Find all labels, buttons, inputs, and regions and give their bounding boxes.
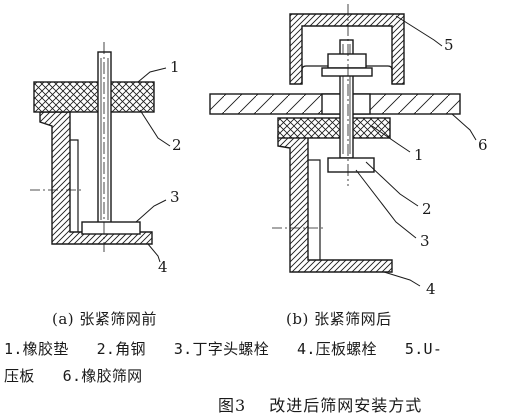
washer [321, 67, 373, 77]
legend-line-2: 压板 6.橡胶筛网 [4, 363, 504, 390]
t-head-a [81, 221, 141, 235]
legend-item-t-bolt: 3.丁字头螺栓 [173, 340, 269, 358]
callout-b-3: 3 [420, 232, 430, 250]
subfigure-a [30, 42, 171, 263]
angle-steel-a [39, 111, 153, 245]
legend-line-1: 1.橡胶垫 2.角钢 3.丁字头螺栓 4.压板螺栓 5.U- [4, 336, 504, 363]
top-nut [327, 53, 367, 69]
t-head-b [327, 157, 375, 173]
callout-a-2: 2 [172, 136, 182, 154]
callout-a-1: 1 [170, 58, 180, 76]
figure-title: 图3 改进后筛网安装方式 [218, 396, 423, 415]
legend-item-u-plate-start: 5.U- [404, 340, 443, 358]
callout-a-3: 3 [170, 188, 180, 206]
legend-item-u-plate-end: 压板 [4, 367, 35, 385]
subfigure-b [209, 4, 477, 287]
callout-b-5: 5 [444, 36, 454, 54]
caption-b: (b) 张紧筛网后 [286, 310, 392, 328]
legend-item-rubber-screen: 6.橡胶筛网 [62, 367, 143, 385]
caption-a: (a) 张紧筛网前 [52, 310, 157, 328]
legend-item-rubber-pad: 1.橡胶垫 [4, 340, 69, 358]
callout-b-6: 6 [478, 136, 488, 154]
rubber-pad-b [277, 117, 391, 139]
legend-item-angle-steel: 2.角钢 [96, 340, 146, 358]
installation-diagram: 1 2 3 4 5 6 1 2 3 4 [30, 4, 488, 298]
callout-b-4: 4 [426, 280, 436, 298]
legend-item-plate-bolt: 4.压板螺栓 [297, 340, 377, 358]
legend: 1.橡胶垫 2.角钢 3.丁字头螺栓 4.压板螺栓 5.U- 压板 6.橡胶筛网 [4, 336, 504, 390]
callout-b-1: 1 [414, 146, 424, 164]
t-head-bolt-a [97, 51, 112, 225]
rubber-pad-a [33, 81, 155, 113]
callout-b-2: 2 [422, 200, 432, 218]
callout-a-4: 4 [158, 258, 168, 276]
angle-steel-b [277, 135, 393, 273]
